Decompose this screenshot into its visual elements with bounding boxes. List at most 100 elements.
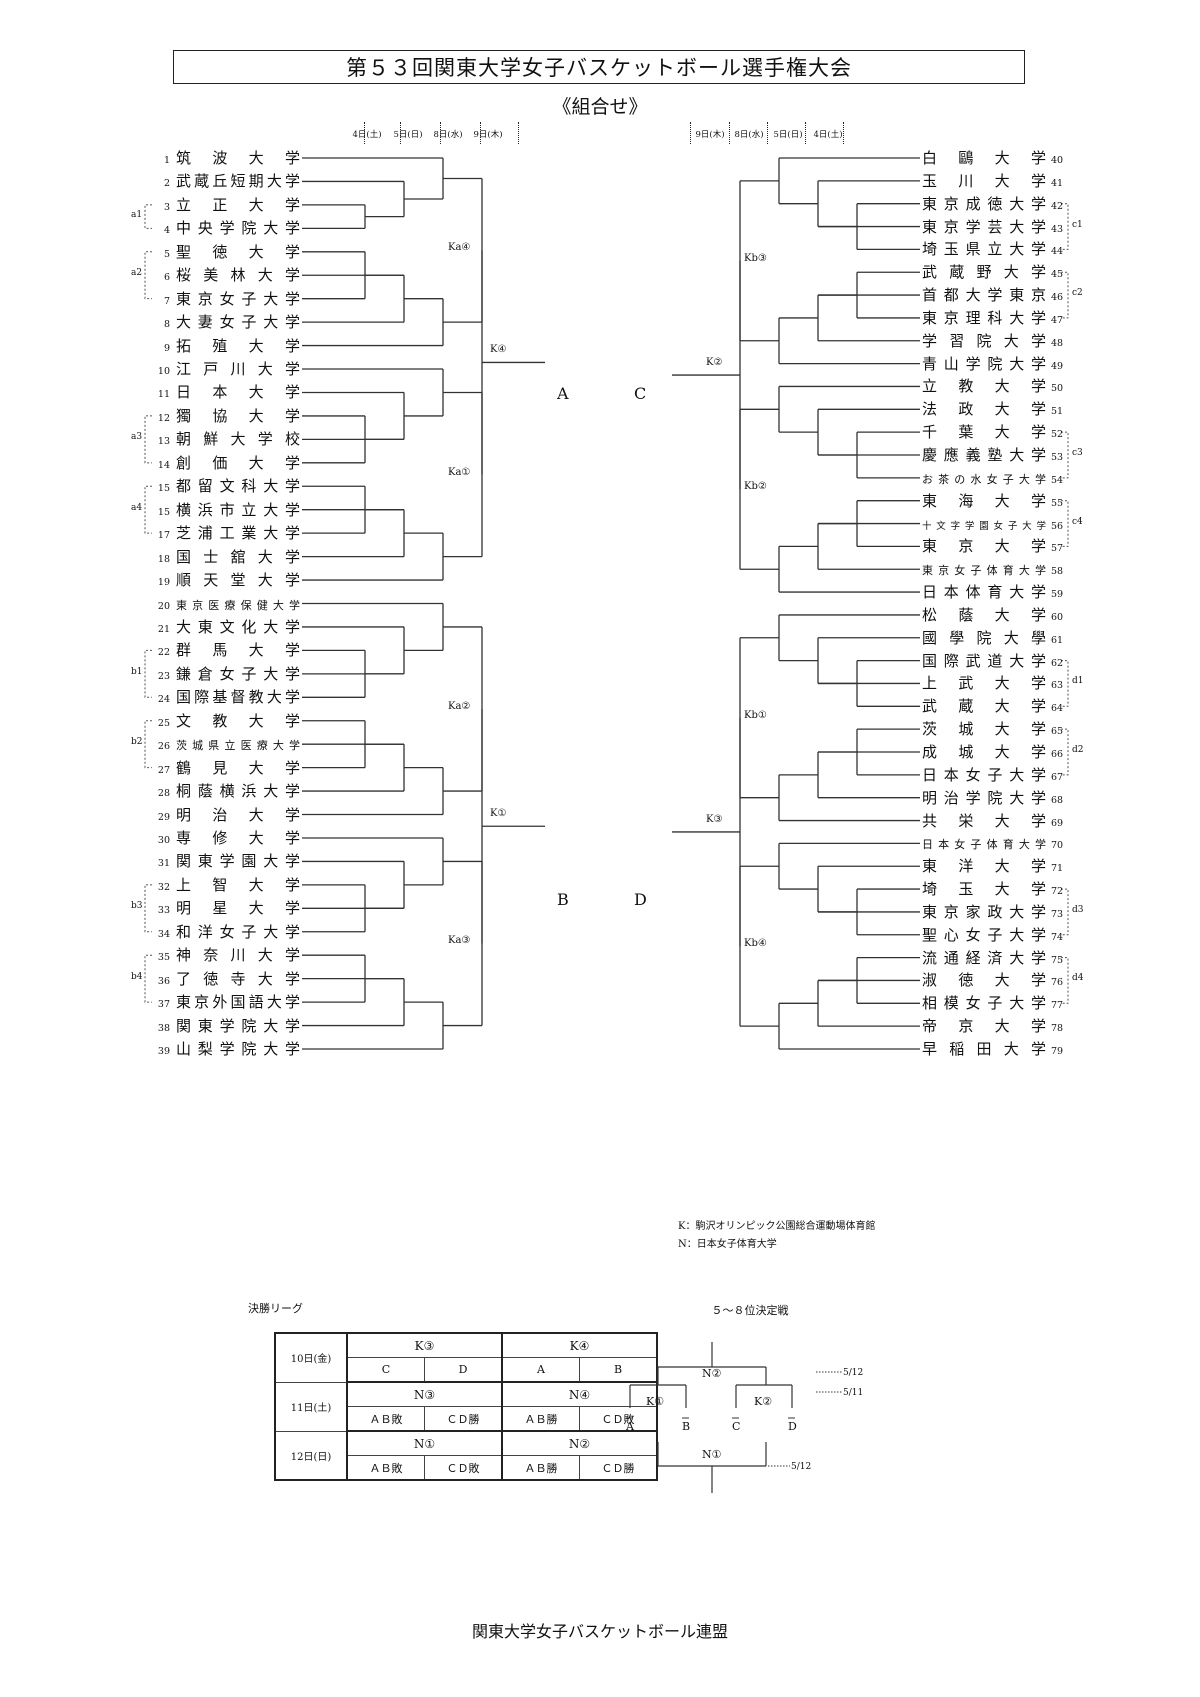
team-name: 武蔵丘短期大学 <box>176 172 300 191</box>
team-name: 日本女子体育大学 <box>922 838 1046 852</box>
team-row: 上武大学 63 <box>922 673 1073 693</box>
team-number: 73 <box>1051 908 1064 920</box>
team-name: 聖心女子大学 <box>922 925 1046 944</box>
team-number: 52 <box>1051 429 1064 441</box>
league-game: N① <box>346 1430 503 1456</box>
team-number: 70 <box>1051 840 1064 852</box>
team-name: 東京理科大学 <box>922 308 1046 327</box>
team-name: 松蔭大学 <box>922 605 1046 624</box>
team-name: 国際武道大学 <box>922 651 1046 670</box>
league-game: K③ <box>346 1332 503 1358</box>
team-name: 白鷗大学 <box>922 149 1046 167</box>
team-row: 流通経済大学 75 <box>922 948 1073 968</box>
team-name: 文教大学 <box>176 711 300 730</box>
team-number: 57 <box>1051 543 1064 555</box>
team-name: 山梨学院大学 <box>176 1040 300 1058</box>
game-label-right-quarter: Kb④ <box>744 938 767 950</box>
block-letter-c: C <box>634 384 647 403</box>
team-name: 横浜市立大学 <box>176 500 300 519</box>
date-top: 5/12 <box>843 1368 863 1378</box>
team-name: 流通経済大学 <box>922 948 1046 967</box>
team-name: 聖徳大学 <box>176 242 300 261</box>
date-divider <box>805 122 806 144</box>
title-text: 第５３回関東大学女子バスケットボール選手権大会 <box>346 56 852 80</box>
team-number: 38 <box>157 1022 170 1034</box>
team-number: 34 <box>157 928 170 940</box>
team-row: 2 武蔵丘短期大学 <box>148 171 300 191</box>
group-bracket <box>1061 660 1069 707</box>
team-name: 上武大学 <box>922 674 1046 693</box>
team-name: 朝鮮大学校 <box>176 430 300 449</box>
league-slot: C <box>346 1357 425 1383</box>
group-bracket <box>144 415 152 464</box>
team-number: 30 <box>157 834 170 846</box>
league-slot: ＡＢ勝 <box>501 1406 580 1432</box>
team-number: 15 <box>157 506 170 518</box>
placement-bracket: N② K① K② A B C D N① 5/12 5/11 5/12 <box>625 1342 863 1493</box>
team-name: 東京医療保健大学 <box>176 598 300 612</box>
final-league-title: 決勝リーグ <box>248 1302 303 1315</box>
group-bracket <box>1061 271 1069 319</box>
placement-title: ５～８位決定戦 <box>711 1304 789 1317</box>
team-number: 68 <box>1051 794 1064 806</box>
team-number: 1 <box>163 155 170 166</box>
team-name: 国士舘大学 <box>176 547 300 566</box>
league-slot: A <box>501 1357 580 1383</box>
team-name: 埼玉県立大学 <box>922 240 1046 259</box>
league-game: N④ <box>501 1381 658 1407</box>
team-name: 日本体育大学 <box>922 583 1046 602</box>
team-number: 72 <box>1051 886 1064 898</box>
date-divider <box>440 122 441 144</box>
subtitle: 《組合せ》 <box>552 96 648 118</box>
team-row: 日本女子体育大学 70 <box>922 833 1073 853</box>
team-number: 24 <box>157 694 170 706</box>
team-number: 60 <box>1051 611 1064 623</box>
team-number: 64 <box>1051 703 1064 715</box>
team-name: 淑徳大学 <box>922 971 1046 990</box>
venue-k: K：駒沢オリンピック公園総合運動場体育館 <box>678 1221 876 1232</box>
team-number: 11 <box>157 389 170 401</box>
group-label: a4 <box>131 502 143 513</box>
team-number: 77 <box>1051 1000 1064 1012</box>
team-number: 78 <box>1051 1023 1064 1035</box>
team-number: 28 <box>157 788 170 800</box>
team-name: 大妻女子大学 <box>176 313 300 332</box>
team-row: 松蔭大学 60 <box>922 605 1073 625</box>
team-number: 75 <box>1051 954 1064 966</box>
team-name: 東京女子体育大学 <box>922 564 1046 578</box>
team-name: 十文字学園女子大学 <box>922 520 1046 532</box>
date-label: 4日(土) <box>813 130 843 140</box>
league-slot: ＣＤ敗 <box>579 1406 658 1432</box>
team-name: 関東学園大学 <box>176 852 300 871</box>
team-name: 獨協大学 <box>176 406 300 425</box>
game-label-right-semi: K③ <box>706 813 723 825</box>
placement-slot-d: D <box>788 1420 797 1433</box>
team-name: 創価大学 <box>176 453 300 472</box>
group-label: b3 <box>131 901 143 912</box>
team-name: 首都大学東京 <box>922 286 1046 305</box>
team-number: 2 <box>163 178 170 190</box>
team-number: 45 <box>1051 269 1064 281</box>
team-number: 63 <box>1051 680 1064 692</box>
